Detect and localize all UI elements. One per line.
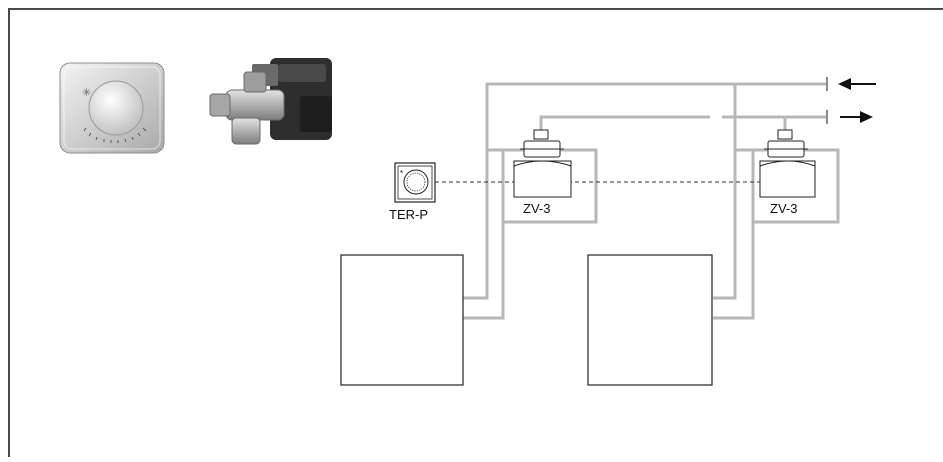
right-radiator-return (713, 150, 755, 320)
dial-ticks (83, 127, 147, 143)
zone-valve-photo (209, 58, 332, 145)
zone-valve-right (759, 129, 816, 198)
frame-border (8, 8, 943, 457)
snowflake-icon: ✳ (82, 87, 91, 99)
zone-valve-right-label: ZV-3 (770, 201, 797, 216)
arrow-left-icon (838, 78, 876, 90)
radiator-right (587, 254, 713, 386)
supply-branch-right (713, 84, 737, 300)
thermostat-label: TER-P (389, 207, 428, 222)
supply-main-pipe (463, 82, 827, 300)
right-bypass-loop (753, 148, 840, 224)
pipe-network (463, 82, 840, 320)
zone-valve-left-label: ZV-3 (523, 201, 550, 216)
return-main-pipe-left (539, 115, 710, 135)
thermostat-photo: ✳ (59, 62, 165, 154)
left-radiator-return (463, 150, 505, 320)
arrow-right-icon (840, 111, 873, 123)
zone-valve-left (513, 129, 572, 198)
radiator-left (340, 254, 464, 386)
thermostat-symbol: * (394, 162, 436, 203)
snowflake-icon: * (400, 169, 403, 178)
left-bypass-loop (503, 148, 598, 224)
